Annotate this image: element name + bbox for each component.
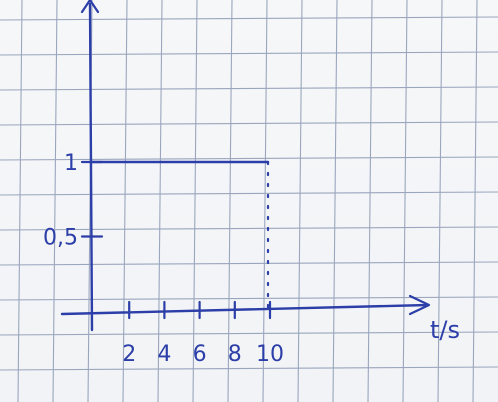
grid-line-horizontal [0,366,498,371]
x-tick-label: 8 [228,342,242,367]
x-tick-label: 4 [157,342,171,367]
y-tick-label: 0,5 [43,226,78,251]
grid-line-horizontal [0,226,498,231]
grid-line-vertical [157,0,163,402]
grid-line-vertical [367,0,373,402]
grid-line-vertical [472,0,478,402]
x-axis-arrow [408,294,431,316]
grid-line-vertical [122,0,128,402]
grid-line-horizontal [0,86,498,91]
axes [60,0,431,332]
x-axis-label: t/s [430,316,460,344]
x-tick-label: 6 [193,342,207,367]
series [90,160,270,313]
y-tick-label: 1 [64,151,78,176]
y-ticks: 0,51 [43,151,104,251]
grid-line-horizontal [0,296,498,301]
grid-line-horizontal [0,51,498,56]
grid-line-horizontal [0,121,498,126]
grid-line-vertical [52,0,58,402]
x-tick-label: 10 [256,342,284,367]
grid-line-vertical [402,0,408,402]
grid-line-vertical [192,0,198,402]
grid-line-vertical [17,0,23,402]
grid-line-vertical [297,0,303,402]
grid-line-horizontal [0,191,498,196]
grid-line-horizontal [0,156,498,161]
grid-line-horizontal [0,331,498,336]
grid-line-vertical [437,0,443,402]
grid-line-horizontal [0,261,498,266]
x-axis [60,303,430,316]
x-tick-label: 2 [122,342,136,367]
grid-line-horizontal [0,16,498,21]
grid-line-vertical [262,0,268,402]
grid-line-vertical [332,0,338,402]
y-axis [88,2,94,332]
grid-line-vertical [227,0,233,402]
y-axis-arrow [80,0,100,14]
